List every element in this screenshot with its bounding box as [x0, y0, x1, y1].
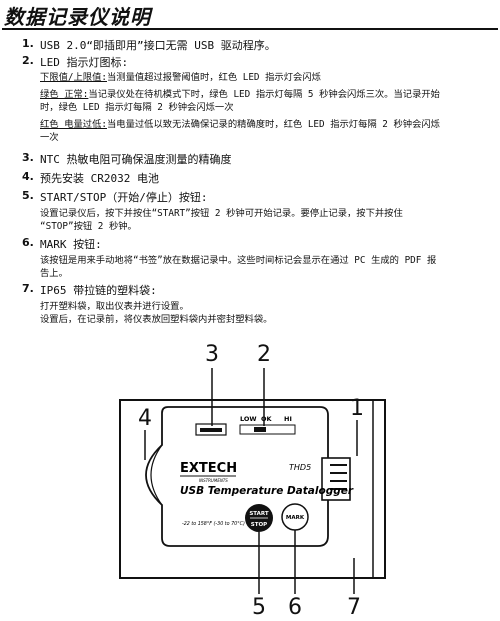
- thermistor-bump: [150, 444, 163, 506]
- item-description: 设置记录仪后，按下并按住“START”按钮 2 秒钟可开始记录。要停止记录，按下…: [40, 207, 495, 233]
- product-name: USB Temperature Datalogger: [180, 485, 354, 497]
- title-divider: [2, 28, 498, 30]
- led-label-ok: 绿色 正常:: [40, 89, 89, 100]
- item-text: USB 2.0“即插即用”接口无需 USB 驱动程序。: [40, 39, 276, 52]
- led-text-limit: 当测量值超过报警阈值时，红色 LED 指示灯会闪烁: [106, 72, 321, 83]
- item-text: IP65 带拉链的塑料袋:: [40, 284, 157, 297]
- item-text: 预先安装 CR2032 电池: [40, 172, 159, 185]
- led-ok-label: OK: [261, 415, 273, 423]
- item-description: 打开塑料袋，取出仪表并进行设置。 设置后，在记录前，将仪表放回塑料袋内并密封塑料…: [40, 300, 495, 326]
- item-number: 2.: [22, 54, 34, 67]
- callout-6: 6: [288, 595, 302, 620]
- led-text-ok-2: 时，绿色 LED 指示灯每隔 2 秒钟会闪烁一次: [40, 102, 234, 113]
- description-line: “STOP”按钮 2 秒钟。: [40, 221, 137, 232]
- led-hi-label: HI: [284, 415, 292, 423]
- slot-inner: [200, 428, 222, 432]
- led-low-label: LOW: [240, 415, 257, 423]
- stop-label: STOP: [251, 522, 267, 528]
- item-text: START/STOP（开始/停止）按钮:: [40, 191, 208, 204]
- description-line: 告上。: [40, 268, 68, 279]
- brand-sub: INSTRUMENTS: [199, 478, 228, 483]
- brand-logo: EXTECH: [180, 461, 237, 476]
- description-line: 该按钮是用来手动地将“书签”放在数据记录中。这些时间标记会显示在通过 PC 生成…: [40, 255, 437, 266]
- description-line: 设置记录仪后，按下并按住“START”按钮 2 秒钟可开始记录。要停止记录，按下…: [40, 208, 403, 219]
- led-text-low-battery-2: 一次: [40, 132, 59, 143]
- led-label-low-battery: 红色 电量过低:: [40, 119, 107, 130]
- led-window: [239, 424, 296, 435]
- led-text-low-battery: 当电量过低以致无法确保记录的精确度时，红色 LED 指示灯每隔 2 秒钟会闪烁: [106, 119, 440, 130]
- item-number: 5.: [22, 189, 34, 202]
- temperature-range: -22 to 158°F (-30 to 70°C): [182, 521, 245, 527]
- callout-5: 5: [252, 595, 266, 620]
- led-detail-ok: 绿色 正常:当记录仪处在待机模式下时，绿色 LED 指示灯每隔 5 秒钟会闪烁三…: [40, 88, 495, 114]
- item-text: NTC 热敏电阻可确保温度测量的精确度: [40, 153, 232, 166]
- mark-label: MARK: [286, 515, 305, 521]
- item-text: MARK 按钮:: [40, 238, 102, 251]
- callout-1: 1: [350, 396, 364, 421]
- callout-7: 7: [347, 595, 361, 620]
- item-number: 4.: [22, 170, 34, 183]
- page-title: 数据记录仪说明: [4, 5, 151, 29]
- led-text-ok: 当记录仪处在待机模式下时，绿色 LED 指示灯每隔 5 秒钟会闪烁三次。当记录开…: [88, 89, 440, 100]
- led-detail-limit: 下限值/上限值:当测量值超过报警阈值时，红色 LED 指示灯会闪烁: [40, 71, 495, 84]
- model-label: THD5: [289, 463, 311, 472]
- item-description: 该按钮是用来手动地将“书签”放在数据记录中。这些时间标记会显示在通过 PC 生成…: [40, 254, 495, 280]
- item-text: LED 指示灯图标:: [40, 56, 129, 69]
- led-detail-low-battery: 红色 电量过低:当电量过低以致无法确保记录的精确度时，红色 LED 指示灯每隔 …: [40, 118, 495, 144]
- item-number: 6.: [22, 236, 34, 249]
- item-number: 7.: [22, 282, 34, 295]
- led-label-limit: 下限值/上限值:: [40, 72, 107, 83]
- plastic-bag-outline: [119, 399, 386, 579]
- callout-3: 3: [205, 342, 219, 367]
- description-line: 打开塑料袋，取出仪表并进行设置。: [40, 301, 189, 312]
- item-number: 3.: [22, 151, 34, 164]
- item-number: 1.: [22, 37, 34, 50]
- led-ok-indicator: [254, 427, 266, 432]
- description-line: 设置后，在记录前，将仪表放回塑料袋内并密封塑料袋。: [40, 314, 273, 325]
- start-label: START: [249, 511, 269, 517]
- callout-4: 4: [138, 406, 152, 431]
- callout-2: 2: [257, 342, 271, 367]
